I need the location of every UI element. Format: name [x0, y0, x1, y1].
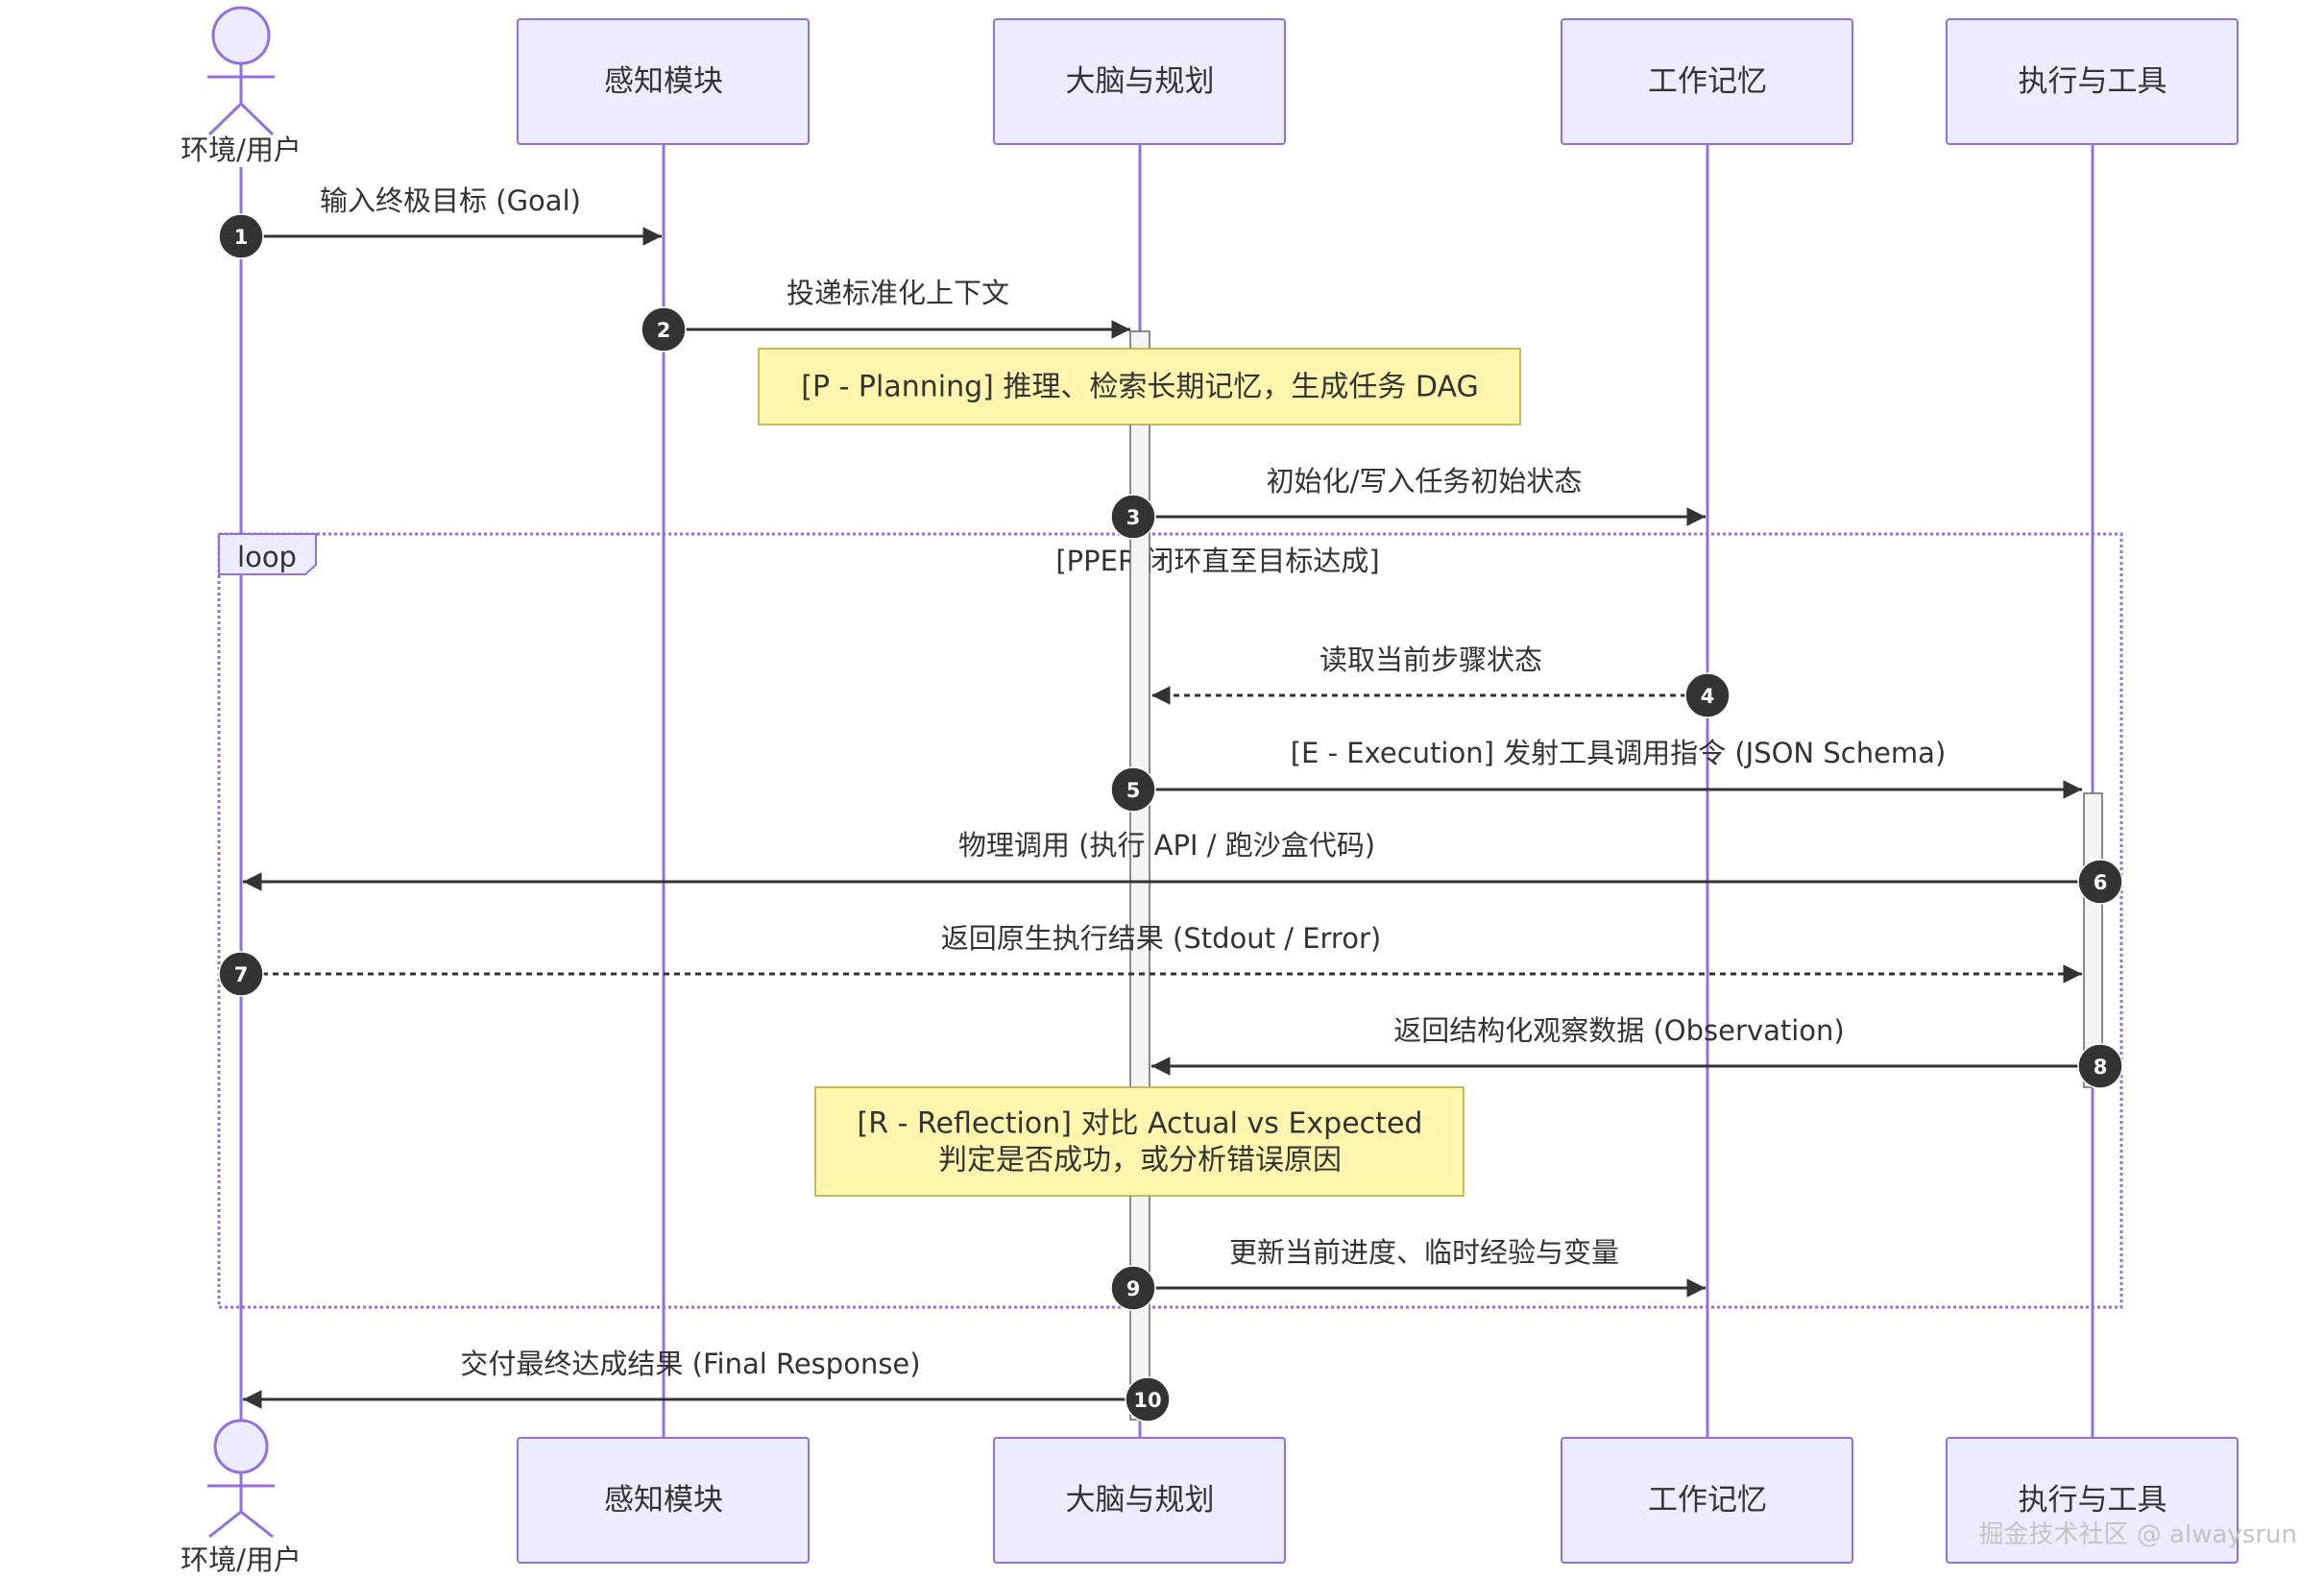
- message-10: 交付最终达成结果 (Final Response) 10: [243, 1348, 1171, 1422]
- message-4: 读取当前步骤状态 4: [1151, 644, 1731, 718]
- note-box: [814, 1086, 1465, 1197]
- note-box: [758, 348, 1521, 425]
- note-planning-text: [P - Planning] 推理、检索长期记忆，生成任务 DAG: [801, 371, 1479, 404]
- message-label-4: 读取当前步骤状态: [1319, 644, 1542, 676]
- participant-label: 执行与工具: [2019, 64, 2167, 99]
- participant-label: 感知模块: [604, 1483, 723, 1518]
- participant-box: [993, 1437, 1286, 1564]
- message-label-9: 更新当前进度、临时经验与变量: [1229, 1236, 1619, 1269]
- sequence-number-6: 6: [2094, 871, 2108, 894]
- sequence-badge-9: [1110, 1265, 1156, 1311]
- message-7: 返回原生执行结果 (Stdout / Error) 7: [218, 922, 2082, 997]
- sequence-number-9: 9: [1126, 1277, 1141, 1300]
- message-label-5: [E - Execution] 发射工具调用指令 (JSON Schema): [1291, 737, 1947, 769]
- message-6: 物理调用 (执行 API / 跑沙盒代码) 6: [243, 829, 2123, 905]
- loop-condition: [PPER 闭环直至目标达成]: [1055, 545, 1379, 577]
- participant-perception-bottom: 感知模块: [517, 1437, 810, 1564]
- participant-tools-top: 执行与工具: [1946, 18, 2239, 145]
- participant-label: 工作记忆: [1648, 64, 1767, 99]
- participant-box: [1946, 1437, 2239, 1564]
- actor-head: [211, 6, 271, 65]
- actor-head: [213, 1419, 269, 1474]
- note-reflection-line-1: [R - Reflection] 对比 Actual vs Expected: [858, 1107, 1423, 1141]
- participant-label: 感知模块: [604, 64, 723, 99]
- note-reflection: [R - Reflection] 对比 Actual vs Expected 判…: [814, 1086, 1465, 1197]
- participant-box: [1561, 1437, 1853, 1564]
- sequence-number-3: 3: [1126, 506, 1141, 529]
- message-1: 输入终极目标 (Goal) 1: [218, 184, 662, 259]
- participant-memory-bottom: 工作记忆: [1561, 1437, 1853, 1564]
- participant-brain-bottom: 大脑与规划: [993, 1437, 1286, 1564]
- sequence-number-8: 8: [2094, 1056, 2108, 1079]
- sequence-badge-3: [1110, 494, 1156, 540]
- participant-box: [1946, 18, 2239, 145]
- participant-brain-top: 大脑与规划: [993, 18, 1286, 145]
- sequence-badge-5: [1110, 766, 1156, 813]
- participant-label: 大脑与规划: [1066, 64, 1215, 99]
- sequence-badge-10: [1125, 1376, 1171, 1422]
- actor-user-top: 环境/用户: [181, 6, 302, 166]
- message-label-2: 投递标准化上下文: [787, 277, 1009, 309]
- actor-label-user-bottom: 环境/用户: [181, 1543, 302, 1576]
- sequence-number-7: 7: [234, 963, 249, 986]
- participant-label: 工作记忆: [1648, 1483, 1767, 1518]
- message-label-1: 输入终极目标 (Goal): [320, 184, 581, 217]
- sequence-badge-6: [2077, 859, 2123, 905]
- participant-box: [517, 18, 810, 145]
- message-label-8: 返回结构化观察数据 (Observation): [1393, 1014, 1844, 1047]
- loop-frame: [217, 532, 2123, 1309]
- sequence-number-10: 10: [1133, 1389, 1161, 1412]
- participant-tools-bottom: 执行与工具: [1946, 1437, 2239, 1564]
- sequence-number-4: 4: [1701, 685, 1715, 708]
- sequence-badge-2: [641, 306, 687, 352]
- message-3: 初始化/写入任务初始状态 3: [1110, 465, 1706, 540]
- message-label-3: 初始化/写入任务初始状态: [1267, 465, 1583, 498]
- participant-perception-top: 感知模块: [517, 18, 810, 145]
- sequence-number-5: 5: [1126, 779, 1141, 802]
- loop-block: loop [PPER 闭环直至目标达成]: [217, 532, 2123, 1309]
- actor-user-bottom: 环境/用户: [181, 1419, 302, 1576]
- participant-box: [1561, 18, 1853, 145]
- note-planning: [P - Planning] 推理、检索长期记忆，生成任务 DAG: [758, 348, 1521, 425]
- sequence-badge-1: [218, 213, 264, 259]
- note-reflection-line-2: 判定是否成功，或分析错误原因: [938, 1144, 1342, 1178]
- message-label-10: 交付最终达成结果 (Final Response): [460, 1348, 920, 1380]
- sequence-number-1: 1: [234, 226, 249, 249]
- watermark: 掘金技术社区 @ alwaysrun: [1979, 1520, 2297, 1549]
- message-label-6: 物理调用 (执行 API / 跑沙盒代码): [958, 829, 1375, 862]
- participant-label: 大脑与规划: [1066, 1483, 1215, 1518]
- message-8: 返回结构化观察数据 (Observation) 8: [1151, 1014, 2123, 1089]
- participant-label: 执行与工具: [2019, 1483, 2167, 1518]
- message-label-7: 返回原生执行结果 (Stdout / Error): [941, 922, 1381, 955]
- sequence-number-2: 2: [657, 319, 671, 342]
- participant-box: [517, 1437, 810, 1564]
- activation-tools: [2083, 792, 2103, 1088]
- message-2: 投递标准化上下文 2: [641, 277, 1130, 352]
- actor-legs: [208, 1510, 274, 1539]
- actor-label-user-top: 环境/用户: [181, 134, 302, 166]
- loop-tag: [218, 533, 317, 575]
- sequence-badge-4: [1684, 672, 1731, 718]
- participant-box: [993, 18, 1286, 145]
- sequence-badge-8: [2077, 1043, 2123, 1089]
- actor-legs: [207, 101, 275, 136]
- message-9: 更新当前进度、临时经验与变量 9: [1110, 1236, 1706, 1311]
- loop-label: loop: [237, 541, 297, 573]
- message-5: [E - Execution] 发射工具调用指令 (JSON Schema) 5: [1110, 737, 2082, 813]
- participant-memory-top: 工作记忆: [1561, 18, 1853, 145]
- sequence-badge-7: [218, 951, 264, 997]
